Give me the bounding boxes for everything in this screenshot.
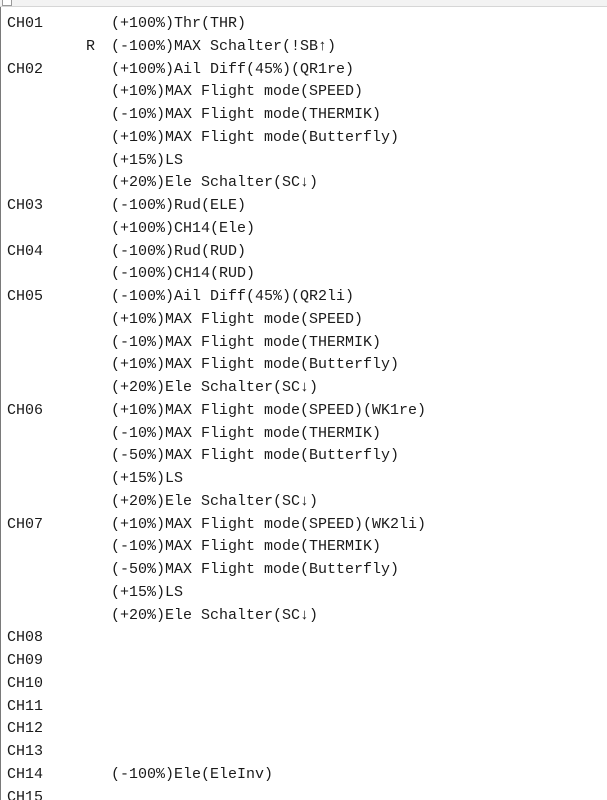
mix-definition: (+10%)MAX Flight mode(SPEED) [111,310,364,328]
mixer-line: (+20%)Ele Schalter(SC↓) [0,605,607,628]
mixer-line: (-100%)CH14(RUD) [0,263,607,286]
channel-label: CH09 [7,652,44,669]
mix-definition: (+100%)Ail Diff(45%)(QR1re) [111,60,355,78]
mix-definition: (-100%)Ele(EleInv) [111,765,274,783]
mix-definition: (-100%)MAX Schalter(!SB↑) [111,37,337,55]
channel-label: CH15 [7,788,44,800]
mixer-line: CH13 [0,741,607,764]
mixer-lines-list: CH01 (+100%)Thr(THR) R (-100%)MAX Schalter(… [0,13,607,800]
mix-definition: (-10%)MAX Flight mode(THERMIK) [111,538,382,556]
mixer-line: (-10%)MAX Flight mode(THERMIK) [0,536,607,559]
mixer-line: CH09 [0,650,607,673]
mix-definition: (-50%)MAX Flight mode(Butterfly) [111,447,400,465]
mix-definition: (-100%)Ail Diff(45%)(QR2li) [111,288,355,305]
mixer-line: CH03 (-100%)Rud(ELE) [0,195,607,218]
mix-definition: (+100%)CH14(Ele) [111,219,256,237]
channel-label: CH06 [7,401,44,419]
mixer-line: (+20%)Ele Schalter(SC↓) [0,491,607,514]
left-border [0,7,1,800]
mixer-line: CH06 (+10%)MAX Flight mode(SPEED)(WK1re) [0,400,607,423]
mixer-line: (+100%)CH14(Ele) [0,218,607,241]
mix-definition: (+20%)Ele Schalter(SC↓) [111,606,319,624]
mixer-line: (+10%)MAX Flight mode(SPEED) [0,81,607,104]
mixer-line: (+20%)Ele Schalter(SC↓) [0,377,607,400]
mix-definition: (+10%)MAX Flight mode(Butterfly) [111,356,400,374]
mix-definition: (+10%)MAX Flight mode(SPEED)(WK2li) [111,515,427,533]
mixer-line: CH14 (-100%)Ele(EleInv) [0,764,607,787]
mixer-line: CH15 [0,787,607,800]
channel-label: CH08 [7,629,44,647]
mixer-line: CH02 (+100%)Ail Diff(45%)(QR1re) [0,59,607,82]
mix-definition: (+10%)MAX Flight mode(SPEED) [111,83,364,101]
channel-label: CH01 [7,15,44,32]
mixer-line: (+10%)MAX Flight mode(Butterfly) [0,127,607,150]
mix-definition: (-100%)Rud(RUD) [111,242,247,260]
mixer-line: CH10 [0,673,607,696]
mixer-line: R (-100%)MAX Schalter(!SB↑) [0,36,607,59]
channel-label: CH05 [7,288,44,305]
mix-flag: R [86,37,96,55]
channel-label: CH07 [7,515,44,533]
mix-definition: (+100%)Thr(THR) [111,15,247,32]
mix-definition: (-100%)Rud(ELE) [111,197,247,214]
mix-definition: (-50%)MAX Flight mode(Butterfly) [111,561,400,578]
mixer-line: CH01 (+100%)Thr(THR) [0,13,607,36]
mixer-line: CH11 [0,696,607,719]
mixer-line: (+10%)MAX Flight mode(Butterfly) [0,354,607,377]
channel-label: CH12 [7,720,44,738]
mixer-line: CH04 (-100%)Rud(RUD) [0,241,607,264]
window-top-edge [0,0,607,7]
mixer-line: (+15%)LS [0,150,607,173]
mix-definition: (+20%)Ele Schalter(SC↓) [111,379,319,396]
mix-definition: (-10%)MAX Flight mode(THERMIK) [111,106,382,123]
channel-label: CH02 [7,60,44,78]
channel-label: CH03 [7,197,44,214]
mixer-line: (+20%)Ele Schalter(SC↓) [0,172,607,195]
mixer-line: CH07 (+10%)MAX Flight mode(SPEED)(WK2li) [0,514,607,537]
mix-definition: (-10%)MAX Flight mode(THERMIK) [111,333,382,351]
mix-definition: (+10%)MAX Flight mode(SPEED)(WK1re) [111,401,427,419]
mixer-line: (-50%)MAX Flight mode(Butterfly) [0,559,607,582]
mix-definition: (+15%)LS [111,470,184,487]
checkbox-corner-icon [2,0,12,6]
mixer-line: CH05 (-100%)Ail Diff(45%)(QR2li) [0,286,607,309]
mixer-line: (-50%)MAX Flight mode(Butterfly) [0,445,607,468]
mixer-line: (+15%)LS [0,582,607,605]
mixer-line: (-10%)MAX Flight mode(THERMIK) [0,104,607,127]
mix-definition: (-100%)CH14(RUD) [111,265,256,283]
channel-label: CH13 [7,743,44,760]
channel-label: CH14 [7,765,44,783]
mix-definition: (-10%)MAX Flight mode(THERMIK) [111,424,382,442]
mix-definition: (+10%)MAX Flight mode(Butterfly) [111,128,400,146]
mixer-line: CH08 [0,627,607,650]
mix-definition: (+20%)Ele Schalter(SC↓) [111,174,319,192]
channel-label: CH10 [7,674,44,692]
mixer-line: CH12 [0,718,607,741]
channel-label: CH11 [7,697,44,715]
mixer-line: (+10%)MAX Flight mode(SPEED) [0,309,607,332]
mix-definition: (+20%)Ele Schalter(SC↓) [111,492,319,510]
mix-definition: (+15%)LS [111,583,184,601]
mixer-line: (+15%)LS [0,468,607,491]
mixer-line: (-10%)MAX Flight mode(THERMIK) [0,332,607,355]
mixer-line: (-10%)MAX Flight mode(THERMIK) [0,423,607,446]
mix-definition: (+15%)LS [111,151,184,169]
channel-label: CH04 [7,242,44,260]
